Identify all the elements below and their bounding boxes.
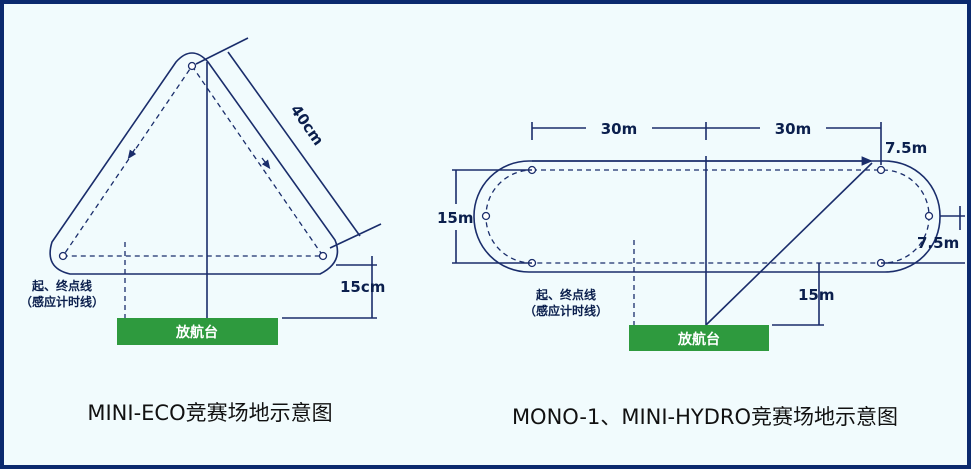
eco-dim-extension (195, 37, 249, 65)
eco-buoy (318, 251, 328, 261)
hydro-launch-platform (629, 325, 769, 351)
hydro-radius-right-label: 7.5m (917, 234, 959, 252)
eco-direction-arrow (127, 148, 137, 160)
hydro-left-length-label: 30m (601, 120, 638, 138)
hydro-caption: MONO-1、MINI-HYDRO竞赛场地示意图 (512, 405, 898, 429)
hydro-outer-track (473, 160, 941, 273)
eco-course (49, 37, 382, 319)
hydro-buoy (481, 211, 491, 221)
hydro-start-label-note: （感应计时线） (524, 303, 608, 318)
hydro-right-length-label: 30m (775, 120, 812, 138)
eco-dim-extension (329, 223, 382, 249)
hydro-course (452, 122, 965, 326)
hydro-inner-course (485, 169, 930, 264)
eco-offset-label: 15cm (340, 278, 385, 296)
eco-dim-40cm-line (227, 51, 361, 237)
eco-direction-arrow (261, 157, 271, 170)
eco-start-label: 起、终点线 (31, 278, 92, 293)
eco-buoy (58, 251, 68, 261)
eco-buoy (187, 61, 197, 71)
eco-outer-track (49, 52, 339, 275)
eco-start-label-note: （感应计时线） (20, 294, 104, 309)
hydro-platform-label: 放航台 (677, 331, 720, 348)
hydro-approach-line (705, 162, 873, 326)
hydro-width-label: 15m (437, 209, 474, 227)
hydro-offset-label: 15m (798, 286, 835, 304)
hydro-radius-top-label: 7.5m (885, 139, 927, 157)
hydro-start-label: 起、终点线 (535, 287, 596, 302)
hydro-buoy (876, 165, 886, 175)
eco-inner-course (61, 64, 325, 257)
hydro-buoy (924, 211, 934, 221)
eco-platform-label: 放航台 (175, 324, 218, 341)
eco-launch-platform (117, 318, 278, 345)
eco-caption: MINI-ECO竞赛场地示意图 (87, 401, 332, 425)
